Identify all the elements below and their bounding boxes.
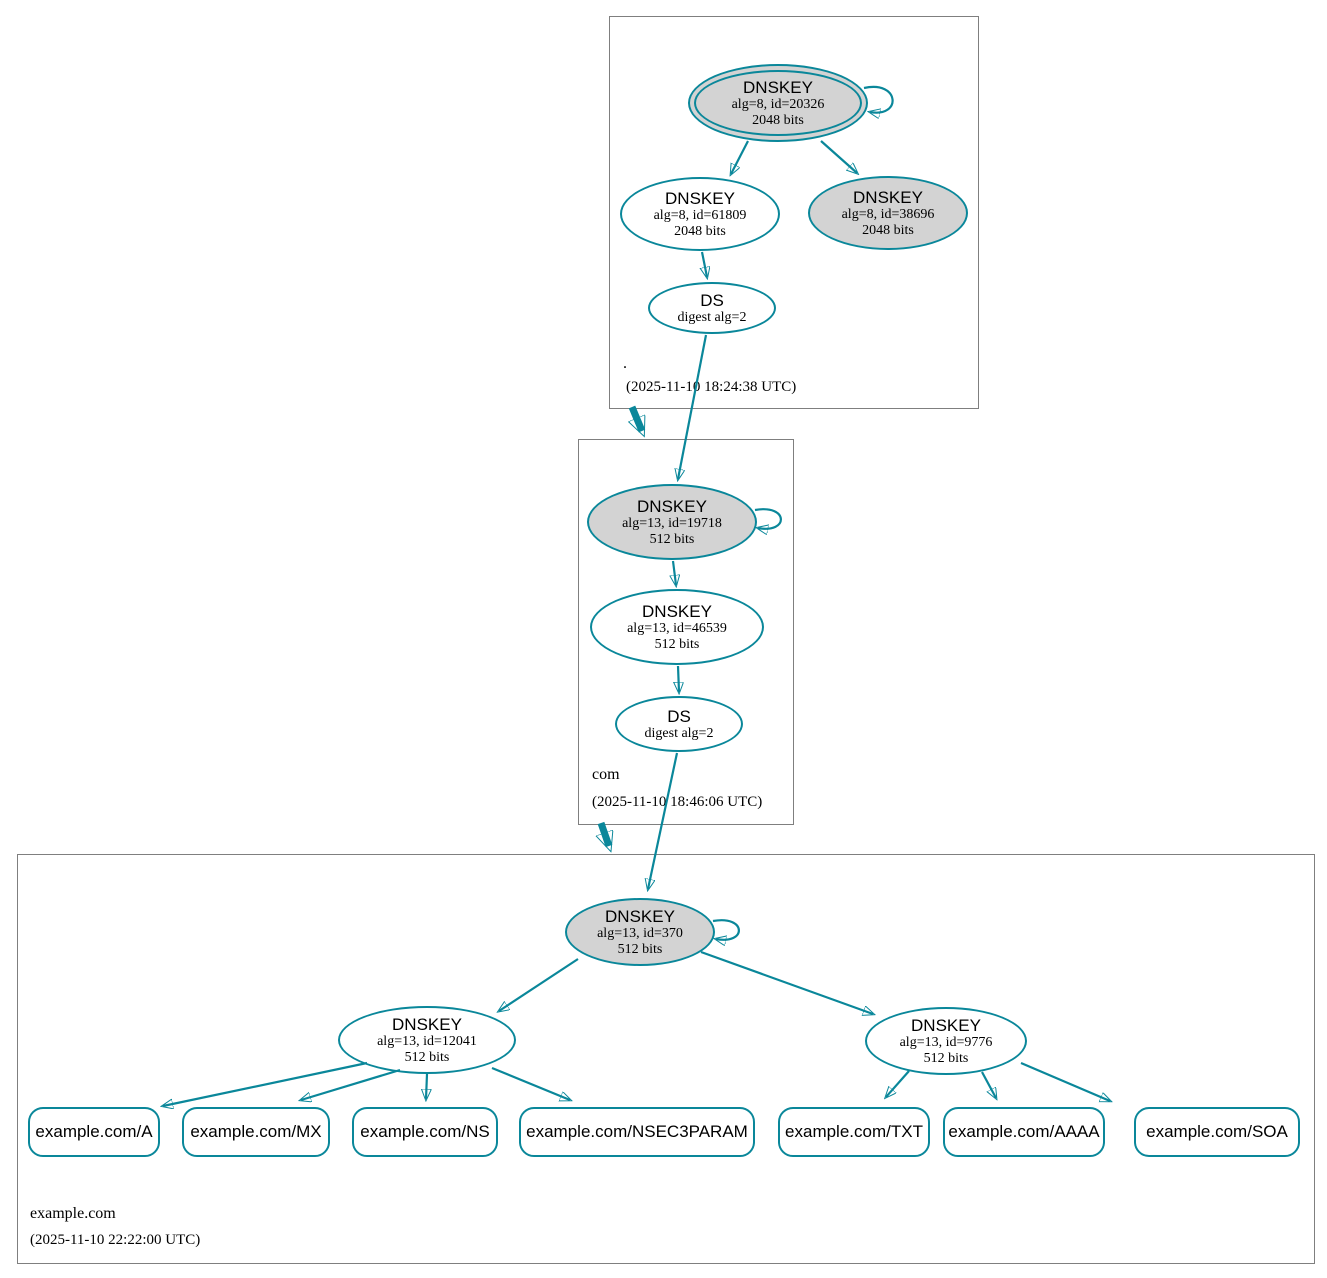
dnskey-node-root-zsk-61809[interactable]: DNSKEY alg=8, id=61809 2048 bits (620, 177, 780, 251)
dnskey-node-com-ksk-19718[interactable]: DNSKEY alg=13, id=19718 512 bits (587, 484, 757, 560)
node-title: DS (700, 290, 724, 310)
rrset-node-example-com-a[interactable]: example.com/A (28, 1107, 160, 1157)
node-detail: digest alg=2 (677, 309, 747, 325)
ds-node-com[interactable]: DS digest alg=2 (615, 696, 743, 752)
rrset-node-example-com-nsec3param[interactable]: example.com/NSEC3PARAM (519, 1107, 755, 1157)
node-title: DNSKEY (392, 1014, 462, 1034)
zone-label-com: com (592, 766, 620, 783)
zone-label-example-com: example.com (30, 1205, 116, 1222)
node-bits: 512 bits (404, 1049, 450, 1065)
node-detail: alg=13, id=46539 (627, 620, 727, 636)
rrset-node-example-com-ns[interactable]: example.com/NS (352, 1107, 498, 1157)
zone-timestamp-com: (2025-11-10 18:46:06 UTC) (592, 794, 763, 810)
edge-zone-com-to-example (601, 821, 609, 846)
node-detail: alg=13, id=12041 (377, 1033, 477, 1049)
node-detail: alg=13, id=9776 (899, 1034, 993, 1050)
node-title: DNSKEY (853, 187, 923, 207)
node-title: DNSKEY (665, 188, 735, 208)
dnskey-node-example-zsk-12041[interactable]: DNSKEY alg=13, id=12041 512 bits (338, 1006, 516, 1074)
node-title: DNSKEY (911, 1015, 981, 1035)
node-title: DNSKEY (605, 906, 675, 926)
node-bits: 512 bits (923, 1050, 969, 1066)
node-title: DNSKEY (637, 496, 707, 516)
edge-zone-root-to-com (632, 405, 642, 431)
node-detail: alg=8, id=20326 (731, 96, 825, 112)
node-bits: 2048 bits (674, 223, 726, 239)
ds-node-root[interactable]: DS digest alg=2 (648, 282, 776, 334)
node-bits: 2048 bits (862, 222, 914, 238)
rrset-node-example-com-soa[interactable]: example.com/SOA (1134, 1107, 1300, 1157)
node-title: DS (667, 706, 691, 726)
node-detail: alg=8, id=61809 (653, 207, 747, 223)
dnskey-node-example-ksk-370[interactable]: DNSKEY alg=13, id=370 512 bits (565, 898, 715, 966)
dnskey-node-com-zsk-46539[interactable]: DNSKEY alg=13, id=46539 512 bits (590, 589, 764, 665)
node-detail: digest alg=2 (644, 725, 714, 741)
rrset-node-example-com-mx[interactable]: example.com/MX (182, 1107, 330, 1157)
rrset-node-example-com-txt[interactable]: example.com/TXT (778, 1107, 930, 1157)
node-title: DNSKEY (642, 601, 712, 621)
node-title: DNSKEY (743, 77, 813, 97)
node-detail: alg=13, id=19718 (622, 515, 722, 531)
node-bits: 512 bits (649, 531, 695, 547)
node-bits: 512 bits (654, 636, 700, 652)
rrset-node-example-com-aaaa[interactable]: example.com/AAAA (943, 1107, 1105, 1157)
zone-label-root: . (623, 355, 627, 372)
dnskey-node-example-zsk-9776[interactable]: DNSKEY alg=13, id=9776 512 bits (865, 1007, 1027, 1075)
dnskey-node-root-ksk2-38696[interactable]: DNSKEY alg=8, id=38696 2048 bits (808, 176, 968, 250)
node-bits: 512 bits (617, 941, 663, 957)
zone-timestamp-example-com: (2025-11-10 22:22:00 UTC) (30, 1232, 201, 1248)
node-detail: alg=8, id=38696 (841, 206, 935, 222)
zone-timestamp-root: (2025-11-10 18:24:38 UTC) (626, 379, 797, 395)
node-bits: 2048 bits (752, 112, 804, 128)
node-detail: alg=13, id=370 (597, 925, 683, 941)
dnskey-node-root-ksk-20326[interactable]: DNSKEY alg=8, id=20326 2048 bits (688, 64, 868, 142)
